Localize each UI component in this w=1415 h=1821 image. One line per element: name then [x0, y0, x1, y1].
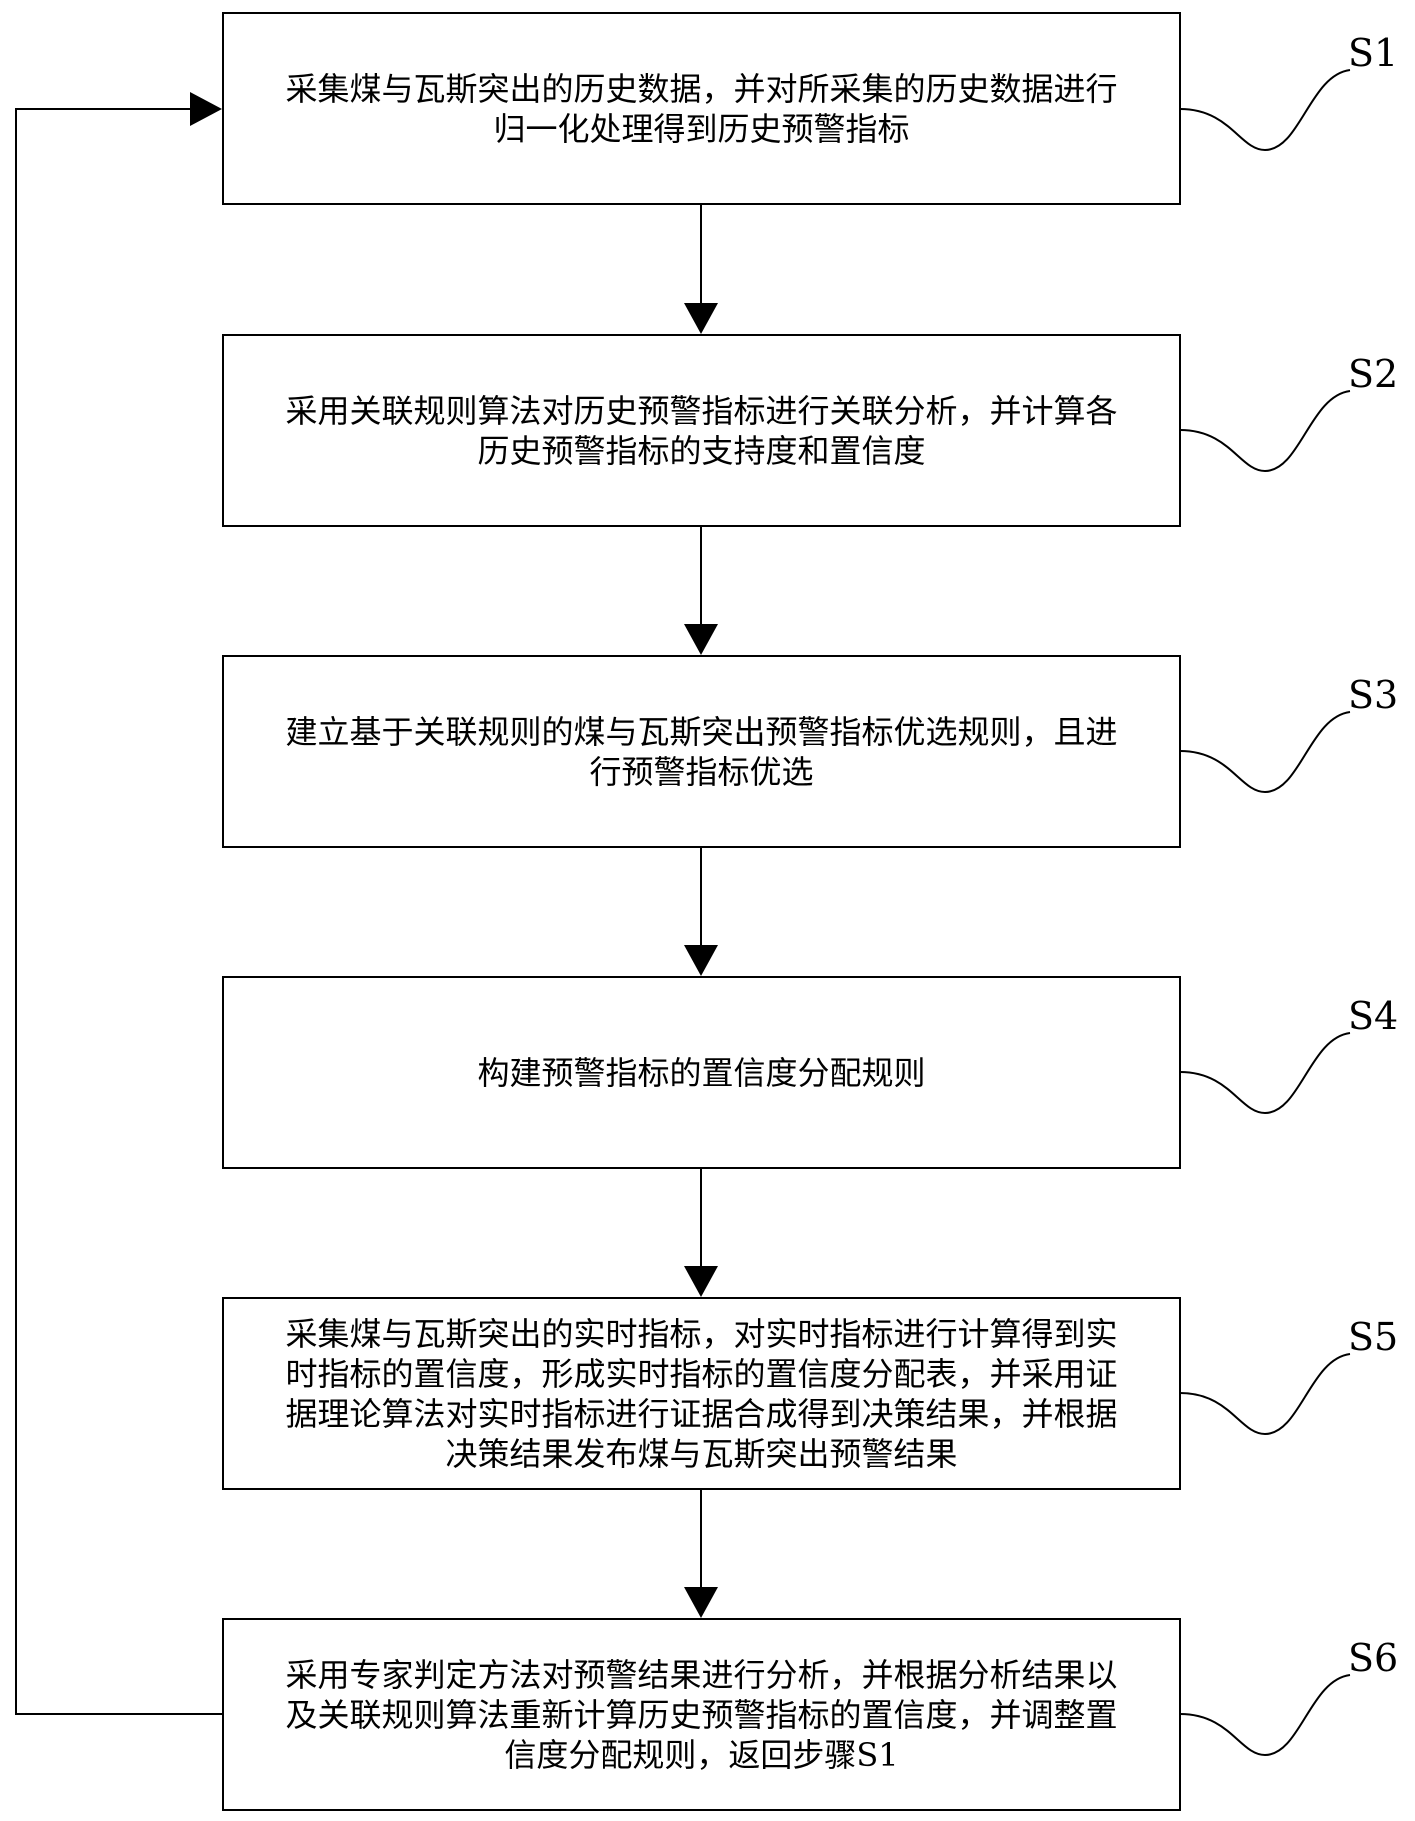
step-text-s2: 采用关联规则算法对历史预警指标进行关联分析，并计算各 历史预警指标的支持度和置信…: [285, 391, 1118, 470]
step-leader-s4: [1179, 1032, 1351, 1115]
step-leader-s1: [1179, 69, 1351, 152]
step-label-s3: S3: [1348, 673, 1399, 717]
step-label-s5: S5: [1348, 1315, 1399, 1359]
step-label-s2: S2: [1348, 352, 1399, 396]
step-leader-s2: [1179, 390, 1351, 473]
step-text-s6: 采用专家判定方法对预警结果进行分析，并根据分析结果以 及关联规则算法重新计算历史…: [285, 1655, 1118, 1774]
arrow-s2-to-s3: [684, 526, 718, 655]
arrow-s1-to-s2: [684, 204, 718, 334]
step-leader-s5: [1179, 1353, 1351, 1436]
step-leader-s3: [1179, 711, 1351, 794]
arrow-s4-to-s5: [684, 1168, 718, 1297]
step-leader-s6: [1179, 1674, 1351, 1757]
step-label-s1: S1: [1348, 31, 1399, 75]
step-label-s4: S4: [1348, 994, 1399, 1038]
step-text-s3: 建立基于关联规则的煤与瓦斯突出预警指标优选规则，且进 行预警指标优选: [285, 712, 1118, 791]
arrow-s3-to-s4: [684, 847, 718, 976]
arrow-s5-to-s6: [684, 1489, 718, 1618]
step-text-s1: 采集煤与瓦斯突出的历史数据，并对所采集的历史数据进行 归一化处理得到历史预警指标: [285, 69, 1118, 148]
step-text-s5: 采集煤与瓦斯突出的实时指标，对实时指标进行计算得到实 时指标的置信度，形成实时指…: [285, 1314, 1118, 1473]
feedback-arrow-s6-to-s1: [15, 92, 223, 1715]
step-text-s4: 构建预警指标的置信度分配规则: [477, 1053, 926, 1092]
step-label-s6: S6: [1348, 1636, 1399, 1680]
